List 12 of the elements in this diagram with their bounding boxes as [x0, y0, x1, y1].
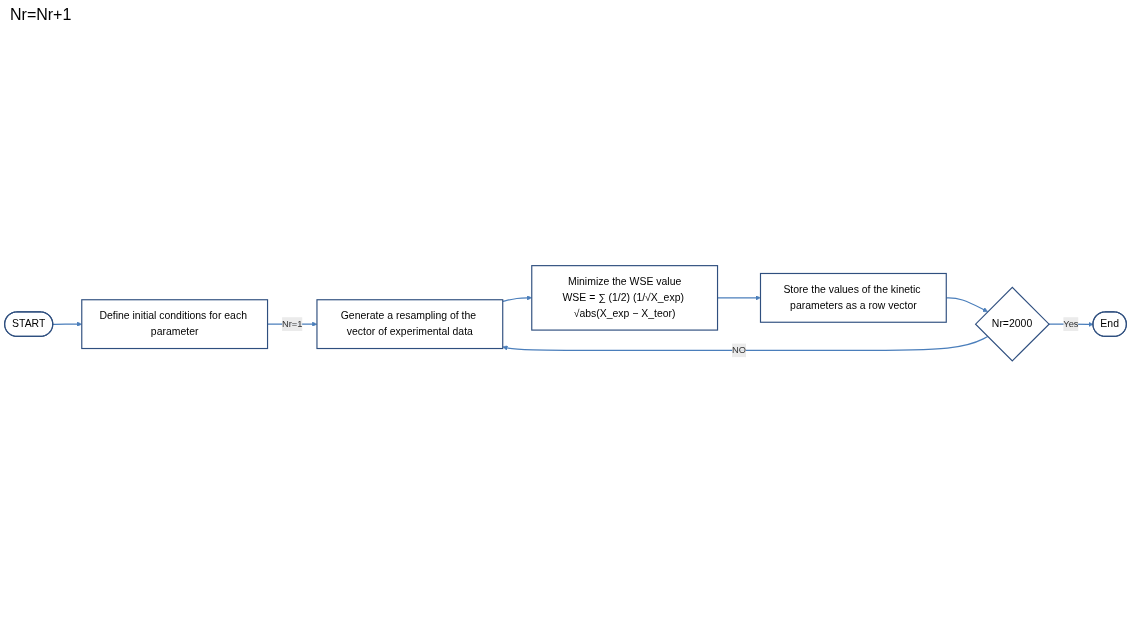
edge-label: Yes — [1063, 319, 1079, 330]
node-box: Minimize the WSE value WSE = ∑ (1/2) (1/√X_exp) √abs(X_exp − X_teor) — [531, 265, 719, 331]
arrow — [52, 321, 82, 327]
arrow — [502, 336, 989, 352]
node-box: Store the values of the kinetic parameters as a row vector — [759, 273, 947, 324]
node-box: Generate a resampling of the vector of experimental data — [316, 299, 504, 350]
edge-label: NO — [732, 345, 746, 356]
note-text: Nr=Nr+1 — [10, 6, 72, 24]
edge-label: Nr=1 — [282, 319, 303, 330]
node-diamond: Nr=2000 — [974, 286, 1050, 362]
node-box: Define initial conditions for each parameter — [81, 299, 269, 350]
arrow — [502, 295, 532, 303]
